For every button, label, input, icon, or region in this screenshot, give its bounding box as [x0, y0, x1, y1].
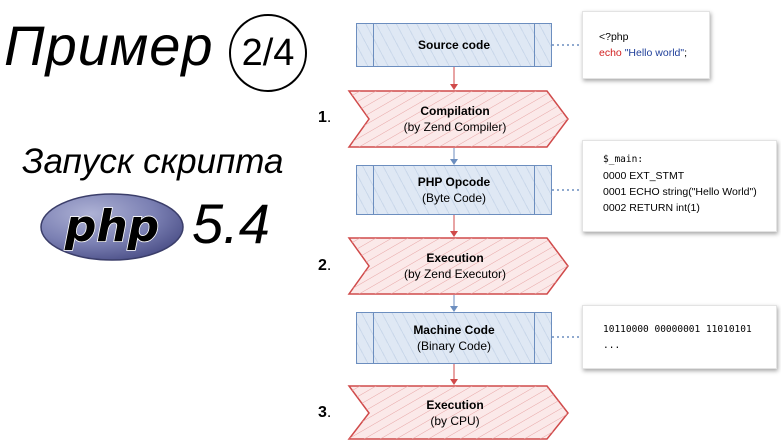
- machine-note-line-2: ...: [603, 340, 621, 351]
- execution-cpu-label: Execution (by CPU): [360, 398, 550, 428]
- opcode-note-line-3: 0001 ECHO string("Hello World"): [603, 186, 757, 198]
- php-logo-text: php: [64, 201, 159, 252]
- compilation-title: Compilation: [420, 104, 490, 118]
- compilation-label: Compilation (by Zend Compiler): [360, 104, 550, 134]
- execution-zend-subtitle: (by Zend Executor): [403, 267, 507, 281]
- slide-counter-text: 2/4: [241, 31, 295, 74]
- php-version: 5.4: [192, 192, 270, 255]
- machine-code-box: Machine Code (Binary Code): [356, 312, 552, 364]
- step-1-dot: .: [326, 109, 332, 126]
- execution-zend-label: Execution (by Zend Executor): [360, 251, 550, 281]
- machine-code-subtitle: (Binary Code): [416, 339, 492, 353]
- execution-cpu-subtitle: (by CPU): [430, 414, 480, 428]
- source-note-string: "Hello world": [624, 47, 685, 59]
- machine-code-title: Machine Code: [413, 323, 495, 337]
- opcode-note-line-4: 0002 RETURN int(1): [603, 202, 700, 214]
- source-code-box: Source code: [356, 23, 552, 67]
- step-3-label: 3.: [318, 404, 331, 422]
- execution-zend-title: Execution: [426, 251, 484, 265]
- source-note-keyword: echo: [599, 47, 622, 59]
- php-opcode-subtitle: (Byte Code): [421, 191, 487, 205]
- source-note-semicolon: ;: [684, 47, 688, 59]
- machine-code-note: 10110000 00000001 11010101 ...: [582, 305, 777, 369]
- page-title: Пример: [4, 14, 214, 77]
- execution-cpu-title: Execution: [426, 398, 484, 412]
- source-note-line-1: <?php: [599, 31, 629, 43]
- source-code-title: Source code: [417, 38, 491, 52]
- step-2-label: 2.: [318, 257, 331, 275]
- compilation-subtitle: (by Zend Compiler): [403, 120, 507, 134]
- opcode-note-line-1: $_main:: [603, 154, 644, 165]
- step-2-dot: .: [326, 257, 332, 274]
- machine-note-line-1: 10110000 00000001 11010101: [603, 324, 752, 335]
- compilation-chevron: [347, 90, 569, 148]
- opcode-note: $_main: 0000 EXT_STMT 0001 ECHO string("…: [582, 140, 777, 232]
- step-3-number: 3: [318, 404, 327, 421]
- page-subtitle: Запуск скрипта: [22, 142, 284, 181]
- php-opcode-box: PHP Opcode (Byte Code): [356, 165, 552, 215]
- source-note-line-2: echo "Hello world";: [599, 45, 687, 61]
- opcode-note-line-2: 0000 EXT_STMT: [603, 170, 685, 182]
- step-3-dot: .: [326, 404, 332, 421]
- source-code-note: <?php echo "Hello world";: [582, 11, 710, 79]
- step-2-number: 2: [318, 257, 327, 274]
- step-1-number: 1: [318, 109, 327, 126]
- slide-counter: 2/4: [229, 14, 307, 92]
- php-opcode-title: PHP Opcode: [417, 175, 491, 189]
- execution-zend-chevron: [347, 237, 569, 295]
- execution-cpu-chevron: [347, 385, 569, 440]
- step-1-label: 1.: [318, 109, 331, 127]
- php-logo: php: [40, 193, 184, 261]
